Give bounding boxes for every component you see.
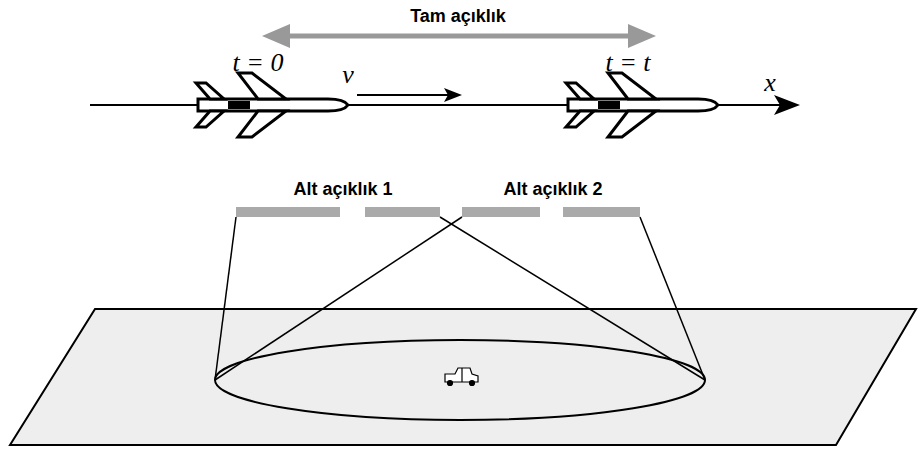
aircraft xyxy=(566,73,718,137)
sub-aperture-bars xyxy=(236,207,640,217)
beam-lines xyxy=(215,217,705,380)
ground-plane xyxy=(10,309,916,445)
axis-label: x xyxy=(764,70,776,96)
time-label: t = 0 xyxy=(233,50,284,76)
aperture-title: Tam açıklık xyxy=(410,7,506,25)
sub-aperture-label: Alt açıklık 2 xyxy=(503,180,602,198)
beam-footprint xyxy=(215,340,705,420)
velocity-arrow xyxy=(357,88,462,102)
aircraft xyxy=(196,73,348,137)
target-vehicle xyxy=(445,368,478,386)
full-aperture-arrow xyxy=(262,24,656,48)
velocity-symbol: ν xyxy=(342,62,354,88)
time-label: t = t xyxy=(606,50,651,76)
sub-aperture-label: Alt açıklık 1 xyxy=(293,180,392,198)
